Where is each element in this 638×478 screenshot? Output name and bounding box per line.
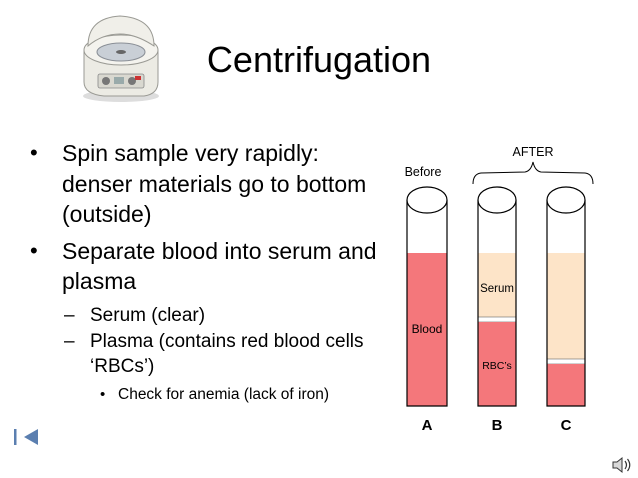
bullet-item: • Spin sample very rapidly: denser mater… — [28, 138, 383, 230]
tube-b: Serum RBC’s — [477, 186, 517, 407]
bullet-marker: • — [100, 385, 106, 403]
after-label: AFTER — [513, 145, 554, 159]
tube-cap — [477, 186, 517, 214]
bullet-item: • Separate blood into serum and plasma — [28, 236, 383, 297]
tube-a-letter: A — [422, 417, 433, 434]
first-slide-icon[interactable] — [12, 426, 42, 448]
bullet-list: • Spin sample very rapidly: denser mater… — [28, 138, 383, 406]
blood-layer — [407, 253, 447, 406]
tube-c-letter: C — [561, 417, 572, 434]
serum-layer — [478, 253, 516, 317]
after-bracket — [472, 161, 594, 185]
slide-title: Centrifugation — [206, 39, 432, 80]
serum-label: Serum — [480, 283, 514, 295]
tube-diagram: Before AFTER Blood Serum RBC’s — [405, 145, 594, 434]
sub-bullet-item: – Plasma (contains red blood cells ‘RBCs… — [28, 329, 383, 379]
bullet-marker: • — [30, 237, 38, 263]
centrifuge-icon — [83, 15, 159, 102]
tube-c — [546, 186, 586, 407]
before-label: Before — [405, 165, 442, 179]
sub-bullet-item: – Serum (clear) — [28, 303, 383, 328]
speaker-icon[interactable] — [611, 455, 633, 475]
rbc-label: RBC’s — [482, 360, 512, 372]
tube-outline — [477, 200, 517, 407]
bullet-text: Separate blood into serum and plasma — [62, 237, 377, 295]
sub-sub-bullet-item: • Check for anemia (lack of iron) — [28, 384, 383, 406]
bullet-text: Check for anemia (lack of iron) — [118, 385, 330, 403]
tube-b-letter: B — [492, 417, 503, 434]
tube-a: Blood — [406, 186, 448, 407]
tube-cap — [546, 186, 586, 214]
bullet-marker: • — [30, 140, 38, 165]
bullet-text: Serum (clear) — [90, 304, 206, 326]
serum-layer — [547, 253, 585, 359]
bullet-text: Plasma (contains red blood cells ‘RBCs’) — [90, 330, 364, 377]
tube-cap — [406, 186, 448, 214]
rbc-layer — [547, 364, 585, 406]
blood-label: Blood — [412, 322, 443, 336]
bullet-marker: – — [64, 330, 75, 352]
tube-outline — [546, 200, 586, 407]
buffy-coat-layer — [477, 316, 517, 323]
tube-outline — [406, 200, 448, 407]
bullet-text: Spin sample very rapidly: denser materia… — [62, 140, 367, 227]
buffy-coat-layer — [546, 358, 586, 365]
rbc-layer — [478, 322, 516, 406]
bullet-marker: – — [64, 304, 75, 326]
